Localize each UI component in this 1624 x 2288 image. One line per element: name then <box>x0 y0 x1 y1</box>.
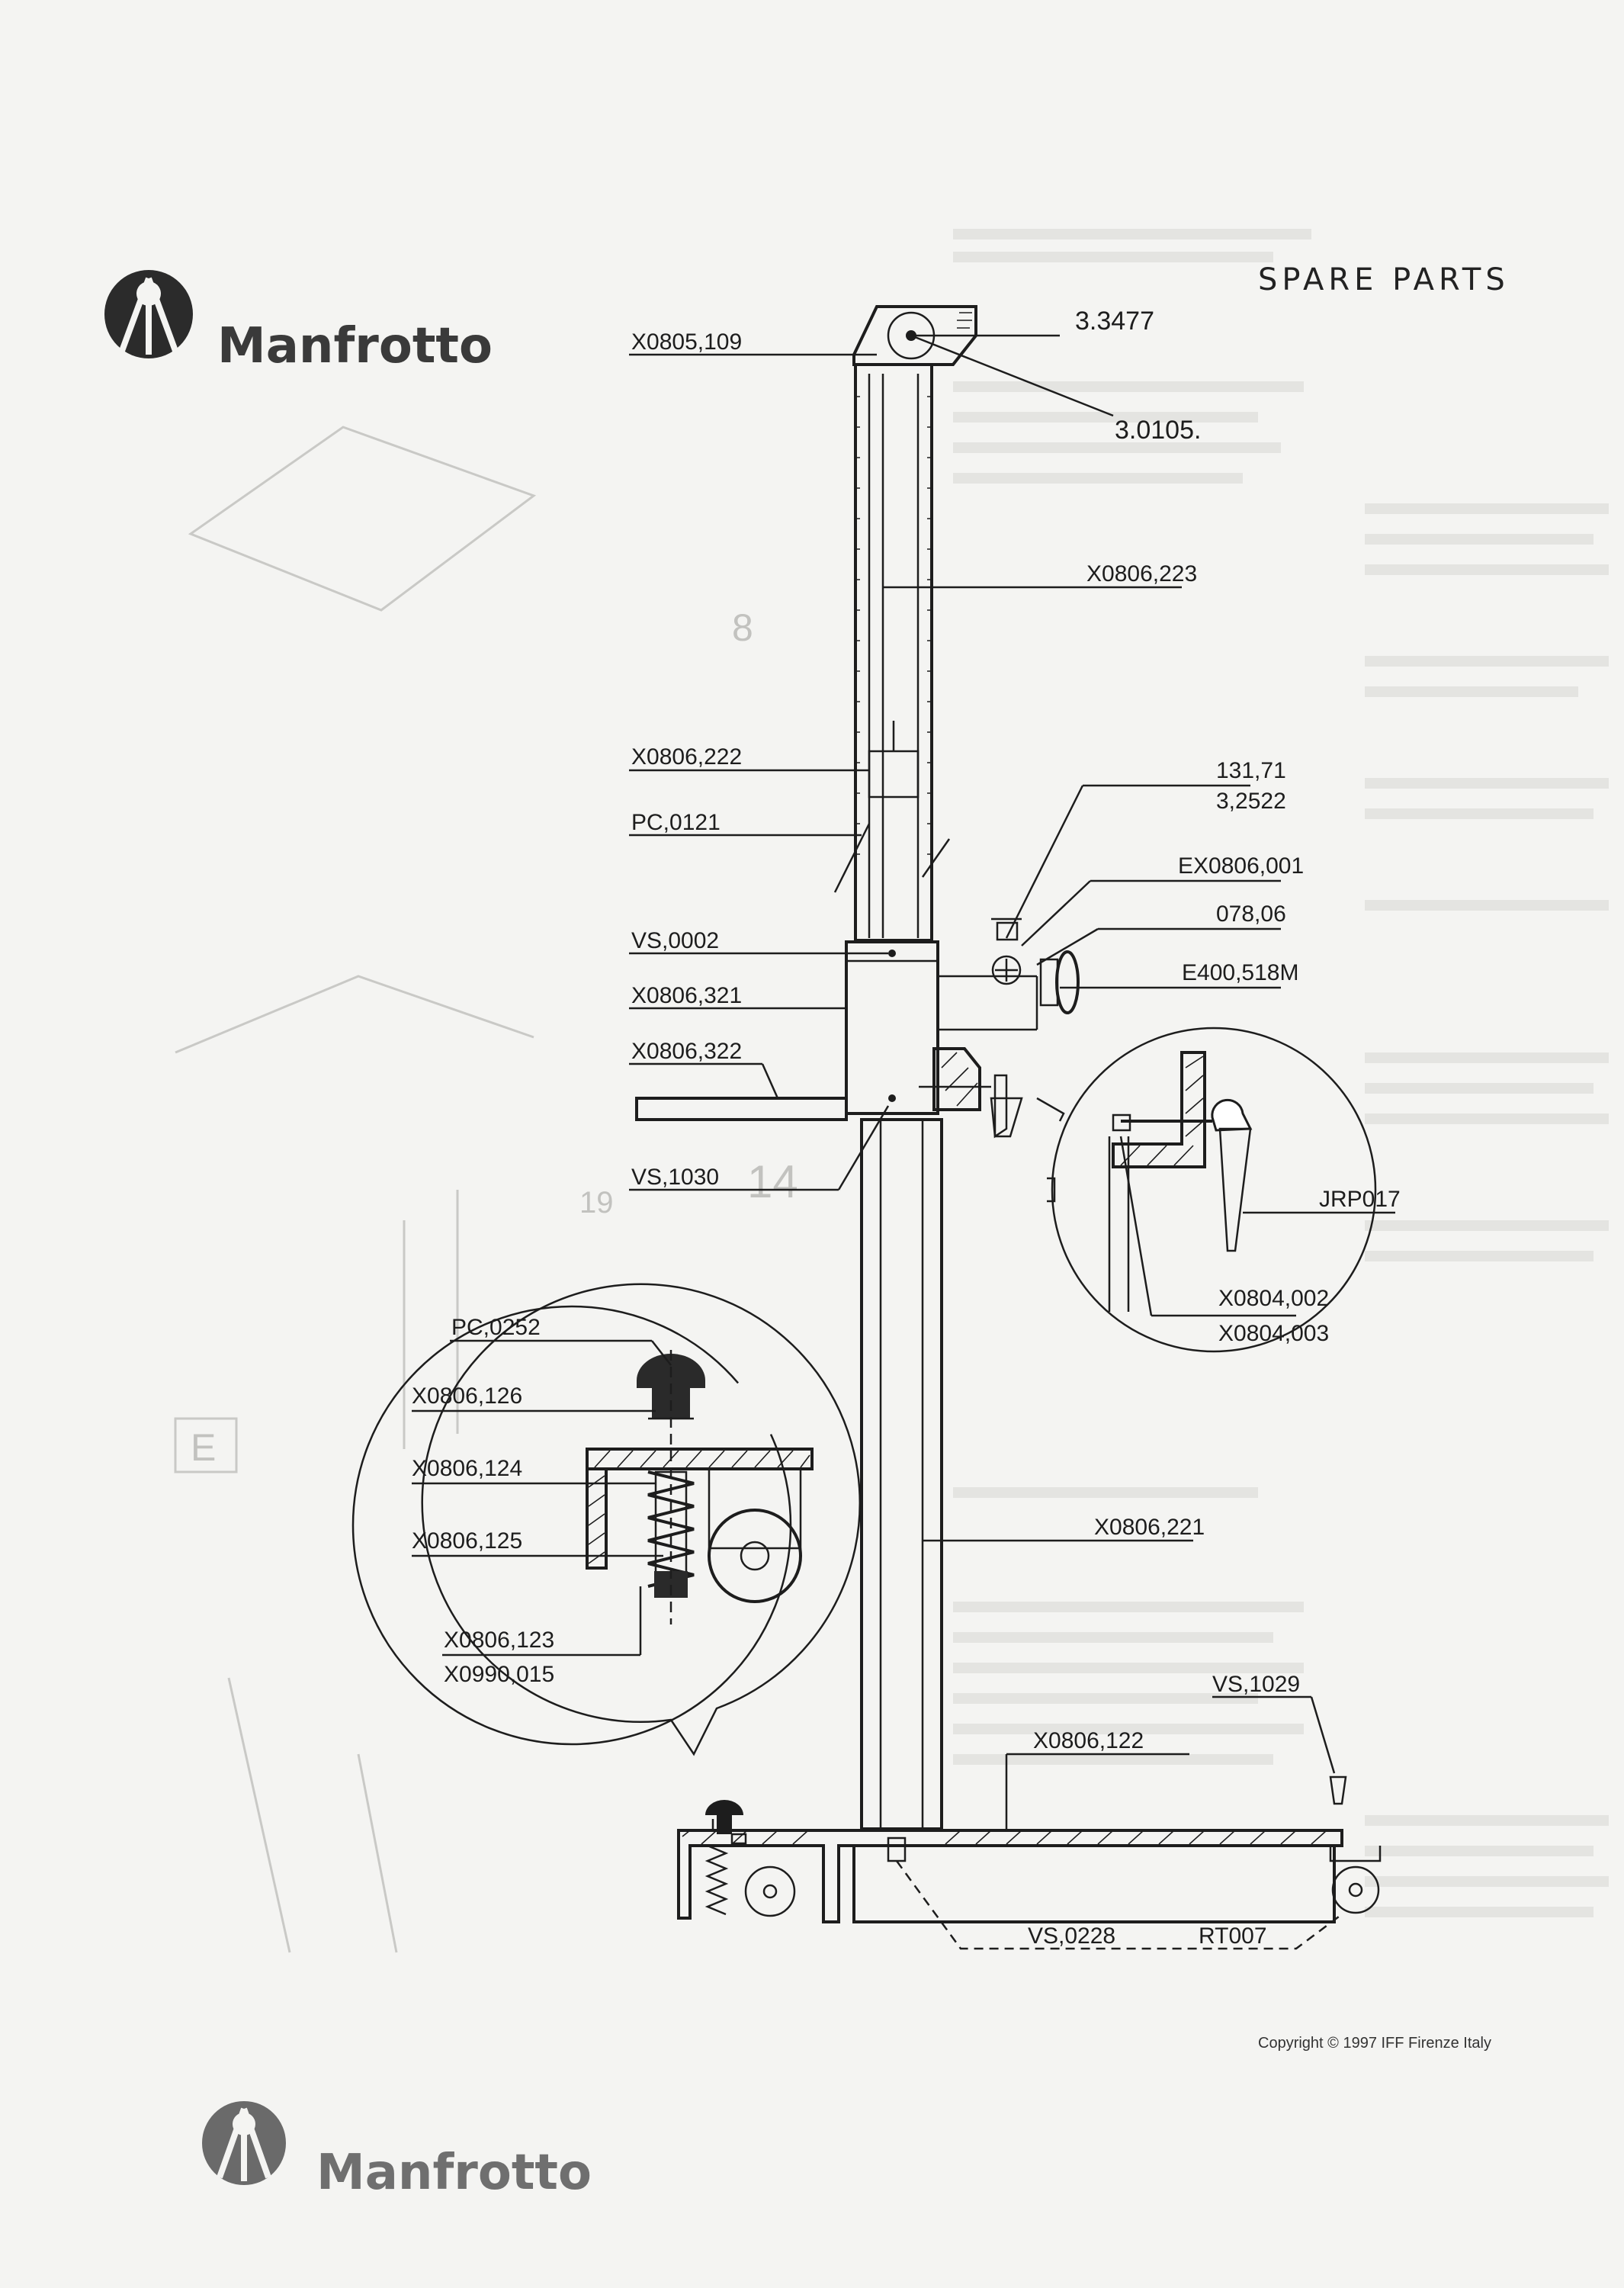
leader-lines <box>412 334 1395 1950</box>
brand-logo-top: Manfrotto <box>104 270 493 374</box>
label-collar-a: 131,71 <box>1216 758 1286 783</box>
stand-drawing <box>635 305 1382 1923</box>
label-wheel: RT007 <box>1199 1923 1267 1949</box>
label-brake-nut: X0806,123 <box>444 1628 554 1653</box>
label-cap-knob: PC,0252 <box>451 1315 541 1340</box>
label-spring: X0806,125 <box>412 1528 522 1554</box>
tripod-logo-icon <box>104 270 193 358</box>
svg-text:8: 8 <box>732 606 753 649</box>
svg-text:19: 19 <box>579 1186 614 1220</box>
label-lever: JRP017 <box>1319 1187 1401 1212</box>
label-collar-c: EX0806,001 <box>1178 853 1304 879</box>
brand-logo-bottom: Manfrotto <box>202 2101 592 2201</box>
label-top-cap: X0805,109 <box>631 329 742 355</box>
tripod-logo-icon <box>202 2101 286 2185</box>
label-brake-plate: X0806,124 <box>412 1456 522 1481</box>
label-base-bolt: VS,0228 <box>1028 1923 1115 1949</box>
label-brake-stem: X0806,126 <box>412 1383 522 1409</box>
label-inner-column: X0806,223 <box>1086 561 1197 586</box>
label-knob-washer: 078,06 <box>1216 901 1286 927</box>
label-base: X0806,122 <box>1033 1728 1144 1753</box>
label-knob: E400,518M <box>1182 960 1298 985</box>
label-brake-washer: X0990,015 <box>444 1662 554 1687</box>
brand-logo-top-text: Manfrotto <box>217 318 493 374</box>
label-screw-low: VS,1030 <box>631 1165 719 1190</box>
copyright-text: Copyright © 1997 IFF Firenze Italy <box>1258 2035 1491 2052</box>
label-slider-pin: PC,0121 <box>631 810 721 835</box>
part-labels: 3.3477 3.0105. X0805,109 X0806,223 X0806… <box>412 307 1401 1949</box>
label-screw-top: VS,0002 <box>631 928 719 953</box>
label-slider: X0806,222 <box>631 744 742 770</box>
ghost-background: E 14 8 19 <box>174 229 1609 1953</box>
label-arm: X0806,322 <box>631 1039 742 1064</box>
label-clamp-b: X0804,003 <box>1218 1321 1329 1346</box>
label-clamp-a: X0804,002 <box>1218 1286 1329 1311</box>
brake-detail-circle <box>351 1283 862 1756</box>
clamp-detail-circle <box>1036 1027 1377 1353</box>
page-title: SPARE PARTS <box>1258 262 1510 297</box>
label-collar-b: 3,2522 <box>1216 789 1286 814</box>
brand-logo-bottom-text: Manfrotto <box>316 2145 592 2201</box>
svg-text:14: 14 <box>747 1156 798 1207</box>
label-base-screw: VS,1029 <box>1212 1672 1300 1697</box>
label-pulley: 3.0105. <box>1115 416 1201 445</box>
label-carriage: X0806,321 <box>631 983 742 1008</box>
label-main-column: X0806,221 <box>1094 1515 1205 1540</box>
svg-text:E: E <box>191 1426 216 1469</box>
label-pulley-shaft: 3.3477 <box>1075 307 1154 336</box>
